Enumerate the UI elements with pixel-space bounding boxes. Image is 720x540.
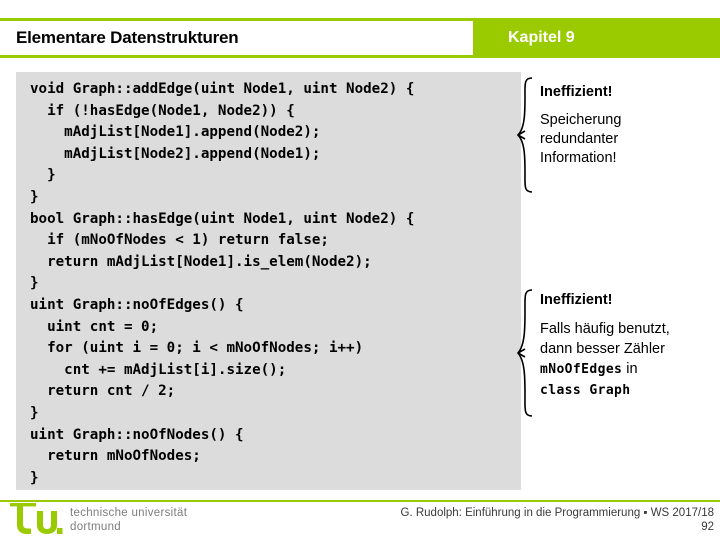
annotation-heading: Ineffizient!	[540, 84, 613, 100]
logo-wordmark: technische universität dortmund	[70, 507, 187, 534]
annotation-body: Ineffizient! Speicherung redundanter Inf…	[540, 84, 621, 168]
logo-line-2: dortmund	[70, 520, 121, 533]
code-identifier: mNoOfEdges	[540, 362, 623, 377]
annotation-line: Information!	[540, 150, 617, 166]
curly-brace-icon	[516, 289, 533, 417]
annotation-line: redundanter	[540, 131, 619, 147]
annotation-heading: Ineffizient!	[540, 292, 613, 308]
tu-dortmund-logo: technische universität dortmund	[8, 503, 218, 537]
code-block: void Graph::addEdge(uint Node1, uint Nod…	[16, 72, 521, 490]
annotation-line-mono: class Graph	[540, 380, 670, 401]
code-listing: void Graph::addEdge(uint Node1, uint Nod…	[30, 81, 415, 486]
chapter-label: Kapitel 9	[508, 29, 575, 46]
logo-line-1: technische universität	[70, 507, 188, 519]
curly-brace-icon	[516, 77, 533, 193]
annotation-line-mixed: mNoOfEdges in	[540, 359, 670, 380]
header-accent-block	[473, 21, 720, 55]
annotation-body: Ineffizient! Falls häufig benutzt, dann …	[540, 292, 670, 401]
footer-page-number: 92	[701, 521, 714, 533]
annotation-line: Falls häufig benutzt,	[540, 321, 670, 337]
annotation-line-tail: in	[622, 361, 638, 377]
footer-divider	[0, 500, 720, 502]
tu-logo-icon	[10, 503, 63, 534]
code-class-reference: class Graph	[540, 383, 631, 398]
footer-credit: G. Rudolph: Einführung in die Programmie…	[400, 507, 714, 519]
annotation-line: dann besser Zähler	[540, 341, 665, 357]
annotation-line: Speicherung	[540, 112, 622, 128]
annotation-redundant-storage: Ineffizient! Speicherung redundanter Inf…	[516, 76, 720, 194]
page-title: Elementare Datenstrukturen	[16, 28, 239, 47]
annotation-counter-suggestion: Ineffizient! Falls häufig benutzt, dann …	[516, 288, 720, 418]
slide-header: Elementare Datenstrukturen Kapitel 9	[0, 18, 720, 58]
